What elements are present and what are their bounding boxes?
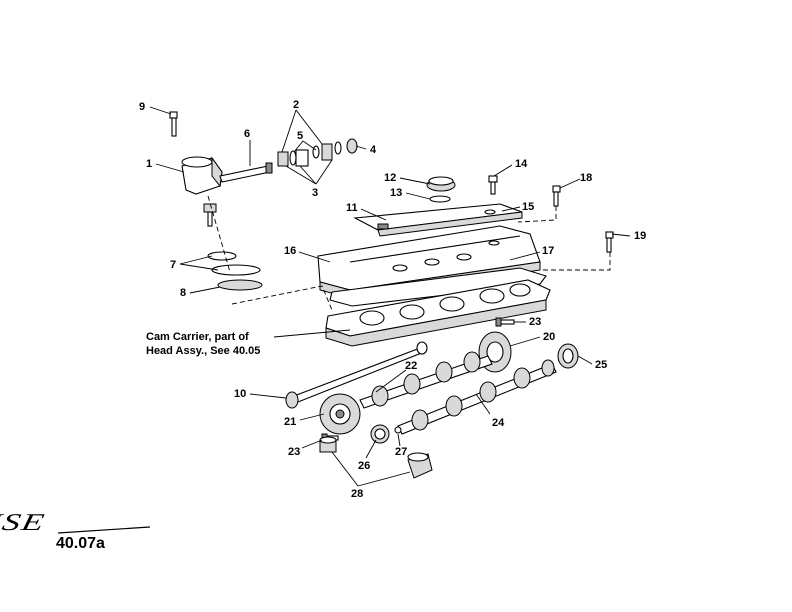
dashed-centerlines — [207, 195, 611, 311]
note-line-1: Cam Carrier, part of — [146, 331, 249, 343]
callout-25: 25 — [595, 359, 607, 371]
part-12-13-filler-cap — [426, 176, 456, 203]
callout-12: 12 — [384, 172, 396, 184]
callout-11: 11 — [346, 202, 358, 214]
part-1-sensor — [181, 156, 223, 195]
callout-7: 7 — [170, 259, 176, 271]
logo-swoosh — [57, 526, 151, 534]
callout-2: 2 — [293, 99, 299, 111]
callout-22: 22 — [405, 360, 417, 372]
callout-9: 9 — [139, 101, 145, 113]
callout-24: 24 — [492, 417, 505, 429]
callout-28: 28 — [351, 488, 363, 500]
part-28-tappets — [319, 436, 433, 479]
cam-carrier-note: Cam Carrier, part of Head Assy., See 40.… — [146, 331, 260, 357]
callout-27: 27 — [395, 446, 407, 458]
callout-19: 19 — [634, 230, 646, 242]
callout-16: 16 — [284, 245, 296, 257]
callout-4: 4 — [370, 144, 377, 156]
callout-18: 18 — [580, 172, 592, 184]
callout-17: 17 — [542, 245, 554, 257]
part-9-bolt — [169, 111, 178, 137]
callout-13: 13 — [390, 187, 402, 199]
elise-logo: ELISE — [0, 509, 151, 536]
part-19-bolt — [605, 231, 614, 253]
part-27-dowel — [394, 426, 402, 434]
callout-5: 5 — [297, 130, 303, 142]
part-25-seal — [557, 343, 579, 369]
callout-3: 3 — [312, 187, 318, 199]
cam-carrier — [325, 279, 551, 347]
callout-6: 6 — [244, 128, 250, 140]
part-23-bolt-upper — [495, 317, 515, 327]
part-sensor-bolt — [203, 203, 217, 227]
callout-labels: 9 2 6 5 4 1 3 14 12 18 13 11 15 19 16 17… — [139, 99, 646, 500]
part-18-bolt — [552, 185, 561, 207]
part-10-shaft — [285, 341, 428, 409]
part-21-cam-pulley — [319, 393, 361, 435]
callout-1: 1 — [146, 158, 152, 170]
part-14-bolt — [488, 175, 498, 195]
callout-8: 8 — [180, 287, 186, 299]
callout-23-lower: 23 — [288, 446, 300, 458]
part-26-seal — [370, 424, 390, 444]
callout-21: 21 — [284, 416, 296, 428]
part-11-baffle — [353, 203, 523, 237]
part-6-lead — [219, 162, 273, 183]
part-22-camshaft — [359, 351, 493, 409]
elise-logo-text: ELISE — [0, 509, 48, 536]
part-4-cap — [346, 138, 358, 154]
note-line-2: Head Assy., See 40.05 — [146, 345, 260, 357]
part-7-8-seals — [207, 251, 263, 291]
callout-20: 20 — [543, 331, 555, 343]
part-24-camshaft — [397, 359, 557, 435]
callout-26: 26 — [358, 460, 370, 472]
callout-10: 10 — [234, 388, 246, 400]
callout-23-upper: 23 — [529, 316, 541, 328]
callout-14: 14 — [515, 158, 528, 170]
callout-15: 15 — [522, 201, 534, 213]
page-reference: 40.07a — [56, 535, 105, 552]
part-2-3-5-fittings — [277, 141, 342, 167]
part-17-gasket — [329, 267, 547, 307]
leader-lines — [149, 106, 631, 487]
